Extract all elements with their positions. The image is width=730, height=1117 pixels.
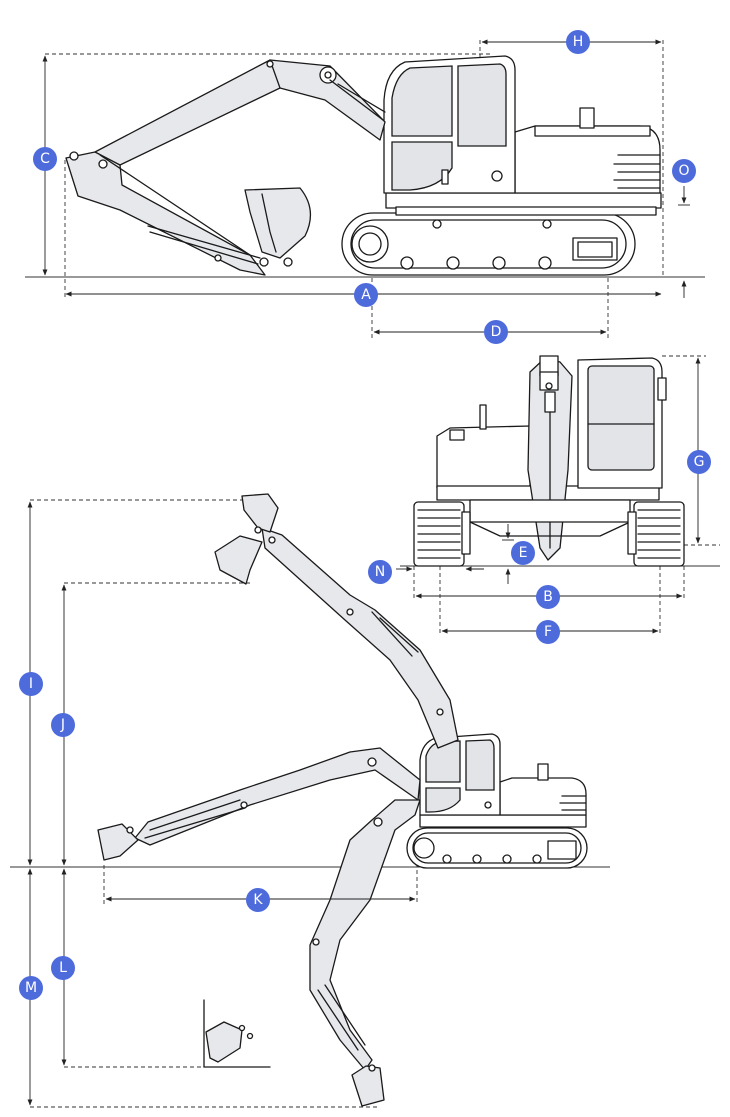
badge-d: D <box>484 320 508 344</box>
badge-o: O <box>672 159 696 183</box>
left-track-front <box>413 501 471 567</box>
badge-l: L <box>51 956 75 980</box>
label-h: H <box>573 34 584 50</box>
label-f: F <box>544 624 552 640</box>
badge-k: K <box>246 888 270 912</box>
label-o: O <box>678 163 689 179</box>
badge-f: F <box>536 620 560 644</box>
label-l: L <box>59 960 67 976</box>
label-c: C <box>40 151 50 167</box>
bucket-reference <box>203 999 271 1068</box>
right-track-front <box>627 501 685 567</box>
badge-j: J <box>51 713 75 737</box>
front-view <box>396 355 720 635</box>
badge-n: N <box>368 560 392 584</box>
badge-g: G <box>687 450 711 474</box>
label-d: D <box>491 324 502 340</box>
side-view <box>25 39 705 340</box>
crawler-track-side <box>341 212 636 276</box>
badge-e: E <box>511 541 535 565</box>
label-n: N <box>375 564 385 580</box>
label-m: M <box>25 980 37 996</box>
badge-i: I <box>19 672 43 696</box>
badge-c: C <box>33 147 57 171</box>
boom-dig <box>309 799 421 1107</box>
boom-arm-side <box>65 59 386 276</box>
badge-h: H <box>566 30 590 54</box>
label-b: B <box>543 589 553 605</box>
crawler-track-range <box>406 827 588 869</box>
badge-m: M <box>19 976 43 1000</box>
label-i: I <box>29 676 33 692</box>
label-k: K <box>253 892 263 908</box>
boom-reach <box>97 747 421 861</box>
label-e: E <box>519 545 528 561</box>
badge-b: B <box>536 585 560 609</box>
label-g: G <box>694 454 705 470</box>
upper-structure-side <box>383 55 662 216</box>
badge-a: A <box>354 283 378 307</box>
working-range-view <box>10 493 610 1108</box>
label-j: J <box>60 717 65 733</box>
boom-raised <box>214 493 459 749</box>
label-a: A <box>361 287 371 303</box>
